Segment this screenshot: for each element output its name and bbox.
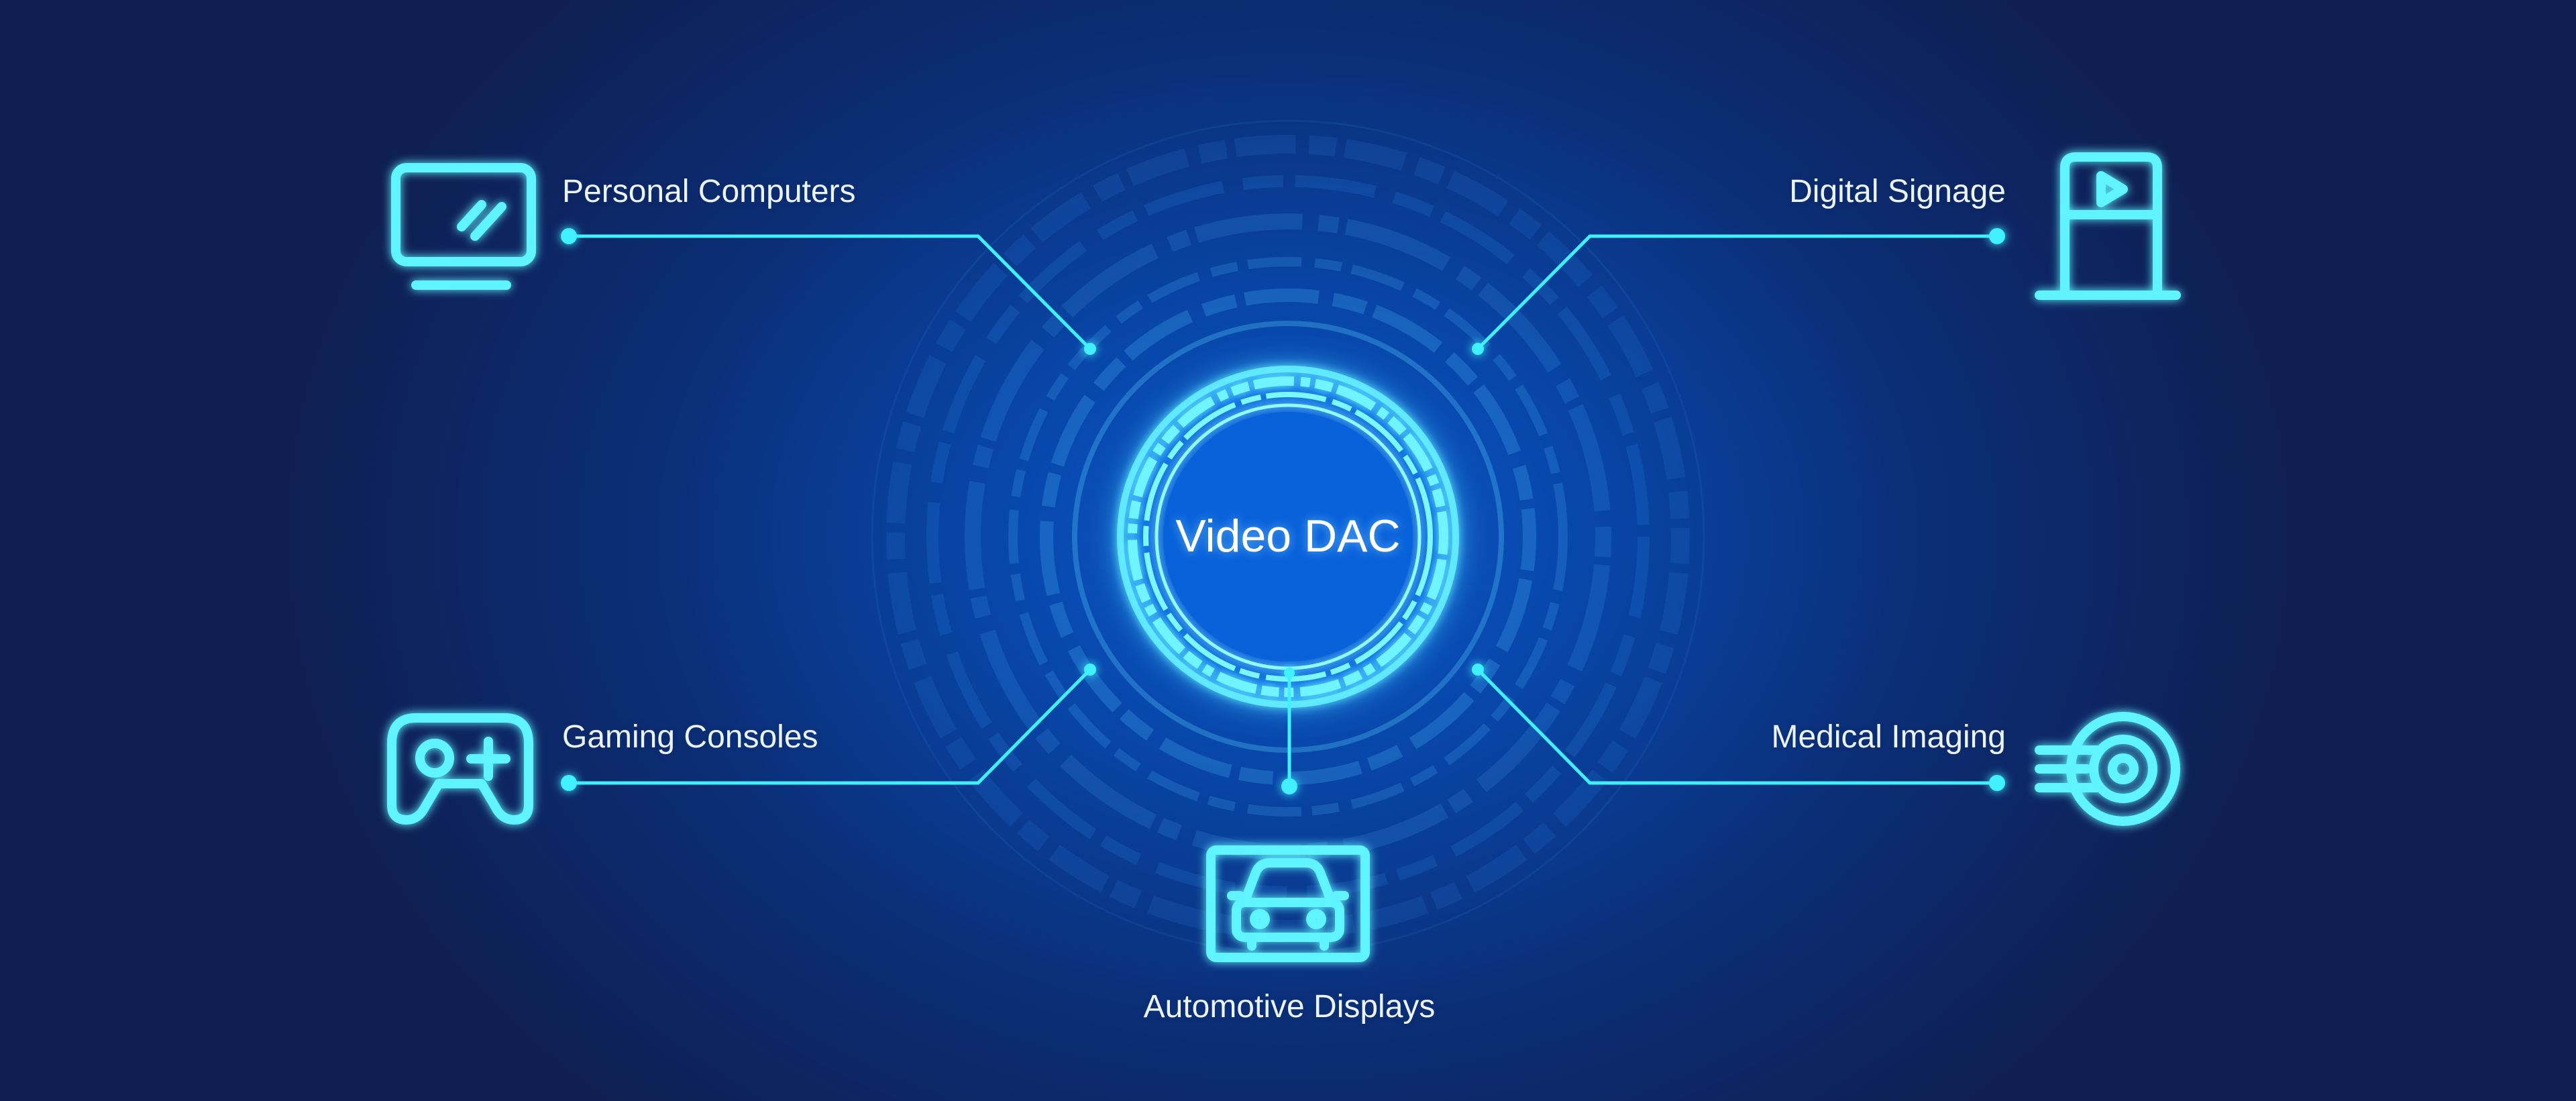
dot xyxy=(1084,343,1096,355)
signage-kiosk-icon xyxy=(2035,152,2181,300)
gamepad-icon xyxy=(387,713,533,825)
dot xyxy=(561,775,577,791)
monitor-icon xyxy=(391,163,536,290)
label-digital-signage: Digital Signage xyxy=(1789,174,2006,209)
connector-gaming-consoles xyxy=(567,668,1092,785)
dot xyxy=(1989,775,2005,791)
label-personal-computers: Personal Computers xyxy=(562,174,856,209)
label-medical-imaging: Medical Imaging xyxy=(1771,719,2006,755)
label-automotive-displays: Automotive Displays xyxy=(1143,989,1436,1025)
dot xyxy=(1284,668,1295,678)
dot xyxy=(1084,664,1096,676)
connector-dots xyxy=(561,228,2005,794)
medical-scan-icon xyxy=(2035,712,2180,826)
center-hub xyxy=(1112,361,1464,713)
connectors xyxy=(567,234,1999,788)
dot xyxy=(561,228,577,244)
dot xyxy=(1989,228,2005,244)
connector-digital-signage xyxy=(1476,234,1999,351)
dot xyxy=(1472,664,1484,676)
connector-medical-imaging xyxy=(1476,668,1999,785)
car-display-icon xyxy=(1206,845,1370,962)
dot xyxy=(1472,343,1484,355)
label-gaming-consoles: Gaming Consoles xyxy=(562,719,818,755)
connector-personal-computers xyxy=(567,234,1092,351)
dot xyxy=(1281,778,1297,794)
center-label: Video DAC xyxy=(1175,511,1401,562)
